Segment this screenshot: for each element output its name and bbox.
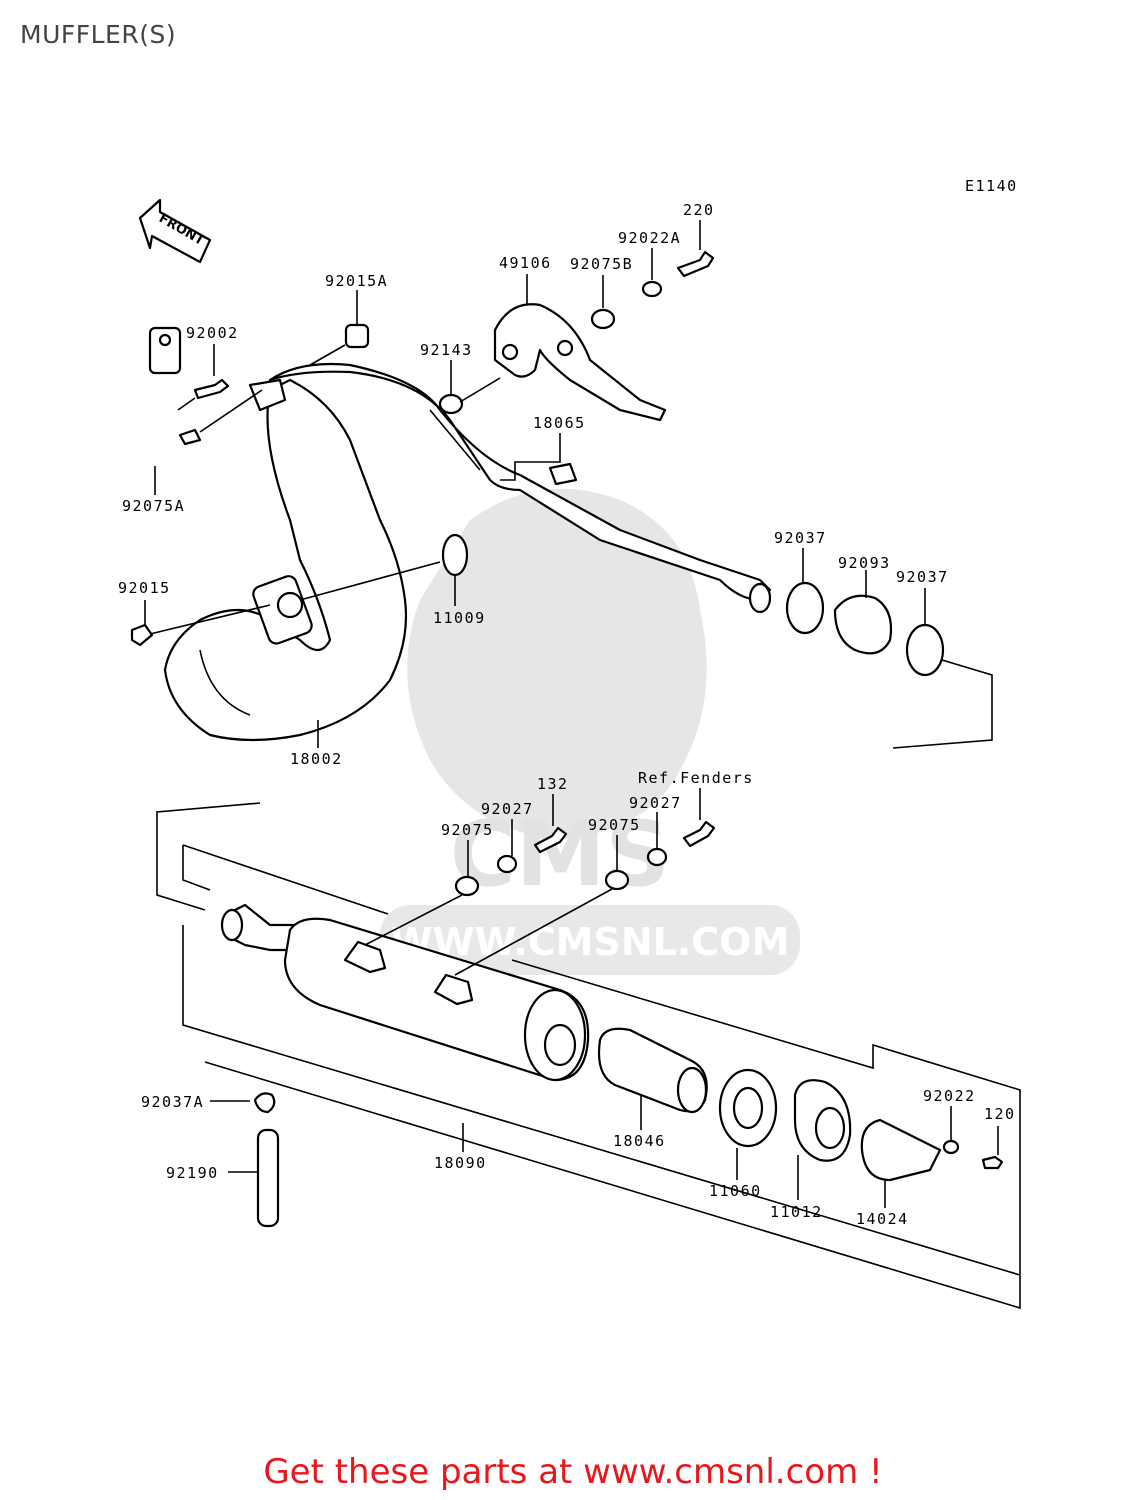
label-92027-a: 92027 <box>481 800 534 818</box>
frame-lines-lower <box>156 802 1021 1310</box>
gasket-11009 <box>441 533 469 577</box>
clamp-92037-upper-b <box>905 623 945 677</box>
label-92015: 92015 <box>118 579 171 597</box>
clip-92037A <box>253 1092 276 1114</box>
collar-92075B <box>590 308 616 330</box>
collar-92027-b <box>646 847 668 867</box>
label-92143: 92143 <box>420 341 473 359</box>
label-11060: 11060 <box>709 1182 762 1200</box>
watermark-banner <box>380 905 800 975</box>
front-arrow-icon: FRONT <box>138 198 212 264</box>
watermark: CMS WWW.CMSNL.COM <box>380 488 800 975</box>
heat-guard-49106 <box>493 303 667 422</box>
label-18090: 18090 <box>434 1154 487 1172</box>
label-92015A: 92015A <box>325 272 388 290</box>
collar-92075-a <box>454 875 480 897</box>
bolt-92002 <box>193 378 230 400</box>
silencer-18090 <box>220 903 590 1082</box>
label-92093: 92093 <box>838 554 891 572</box>
label-11009: 11009 <box>433 609 486 627</box>
label-92075A: 92075A <box>122 497 185 515</box>
label-120: 120 <box>984 1105 1016 1123</box>
label-92075B: 92075B <box>570 255 633 273</box>
part-labels: 220 92022A 49106 92075B 92015A 92002 921… <box>118 201 1016 1228</box>
collar-92075-b <box>604 869 630 891</box>
damper-18065 <box>548 462 578 486</box>
label-132: 132 <box>537 775 569 793</box>
label-92022A: 92022A <box>618 229 681 247</box>
nut-92015A <box>344 323 370 349</box>
bolt-ref-fenders <box>682 820 716 848</box>
bolt-132 <box>533 826 568 854</box>
label-11012: 11012 <box>770 1203 823 1221</box>
watermark-mascot <box>407 488 707 840</box>
watermark-url: WWW.CMSNL.COM <box>391 920 790 964</box>
footer-promo-link[interactable]: Get these parts at www.cmsnl.com ! <box>263 1452 883 1492</box>
leader-lines-lower <box>210 788 999 1208</box>
bracket-92075A <box>148 326 182 375</box>
label-18046: 18046 <box>613 1132 666 1150</box>
spark-arrester-14024 <box>860 1118 942 1182</box>
tube-92190 <box>256 1128 280 1228</box>
nut-92015 <box>130 623 154 647</box>
bolt-120 <box>981 1155 1004 1170</box>
label-92190: 92190 <box>166 1164 219 1182</box>
label-92037-upper-b: 92037 <box>896 568 949 586</box>
bolt-220 <box>676 250 715 278</box>
label-49106: 49106 <box>499 254 552 272</box>
figure-code: E1140 <box>965 177 1018 195</box>
label-92037-upper-a: 92037 <box>774 529 827 547</box>
watermark-logo: CMS <box>450 802 670 907</box>
label-220: 220 <box>683 201 715 219</box>
label-18065: 18065 <box>533 414 586 432</box>
leader-lines-upper <box>144 220 993 749</box>
clamp-92037-upper-a <box>785 581 825 635</box>
washer-92022A <box>641 280 663 298</box>
label-18002: 18002 <box>290 750 343 768</box>
label-92075-b: 92075 <box>588 816 641 834</box>
washer-92022 <box>942 1139 960 1155</box>
label-92002: 92002 <box>186 324 239 342</box>
label-14024: 14024 <box>856 1210 909 1228</box>
joint-92093 <box>833 594 893 655</box>
page-title: MUFFLER(S) <box>20 20 177 49</box>
label-92075-a: 92075 <box>441 821 494 839</box>
label-92022: 92022 <box>923 1087 976 1105</box>
collar-92027-a <box>496 854 518 874</box>
label-92037A: 92037A <box>141 1093 204 1111</box>
label-ref-fenders: Ref.Fenders <box>638 769 754 787</box>
collar-92143 <box>438 393 464 415</box>
expansion-chamber-18002 <box>163 362 772 742</box>
label-92027-b: 92027 <box>629 794 682 812</box>
